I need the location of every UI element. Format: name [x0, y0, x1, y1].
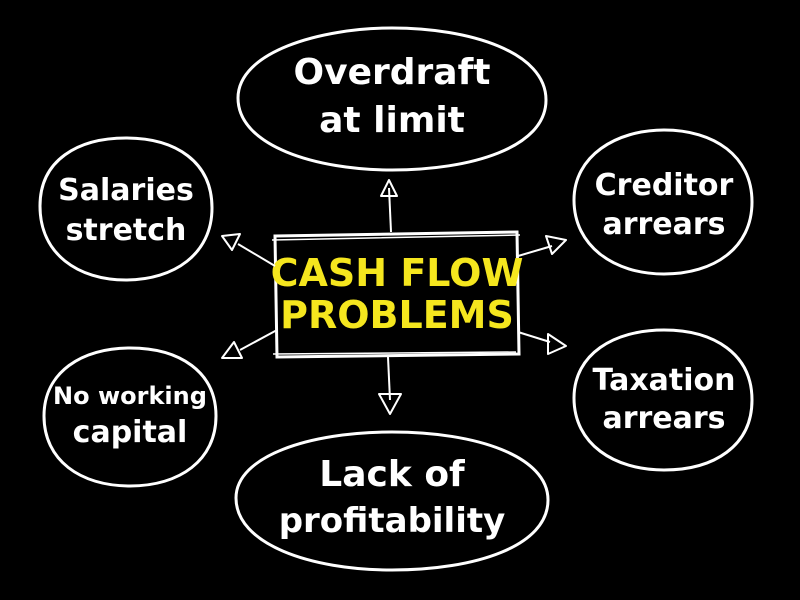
node-profitability-ellipse: [234, 430, 550, 572]
node-creditor-ellipse: [572, 128, 754, 276]
node-salaries-line-2: stretch: [66, 213, 187, 248]
node-no-working-capital-line-1: No working: [53, 382, 207, 410]
node-creditor: Creditor arrears: [572, 128, 754, 276]
node-no-working-capital: No working capital: [42, 346, 218, 488]
arrow-to-creditor: [517, 235, 567, 257]
node-profitability-line-1: Lack of: [319, 454, 465, 495]
center-title-line-1: CASH FLOW: [271, 251, 524, 295]
arrow-to-overdraft: [380, 179, 398, 233]
node-creditor-line-1: Creditor: [595, 168, 734, 203]
node-overdraft-line-1: Overdraft: [294, 52, 491, 93]
arrow-to-salaries: [221, 233, 276, 267]
node-creditor-line-2: arrears: [602, 207, 725, 242]
node-overdraft: Overdraft at limit: [236, 26, 548, 172]
node-salaries: Salaries stretch: [38, 136, 214, 282]
node-taxation-line-2: arrears: [602, 401, 725, 436]
arrowhead-up-left: [221, 233, 241, 251]
node-overdraft-line-2: at limit: [319, 100, 465, 141]
arrow-to-no-working-capital: [221, 329, 278, 359]
node-salaries-ellipse: [38, 136, 214, 282]
center-node: CASH FLOW PROBLEMS: [271, 230, 524, 359]
node-salaries-line-1: Salaries: [58, 173, 194, 208]
arrowhead-up: [380, 179, 398, 197]
arrowhead-down-left: [221, 341, 243, 359]
node-taxation: Taxation arrears: [572, 328, 754, 472]
arrowhead-up-right: [545, 235, 567, 255]
arrow-to-taxation: [517, 331, 567, 355]
node-taxation-line-1: Taxation: [592, 363, 735, 398]
node-profitability-line-2: profitability: [279, 501, 506, 541]
node-profitability: Lack of profitability: [234, 430, 550, 572]
arrowhead-down-right: [547, 333, 567, 355]
arrowhead-down: [378, 393, 402, 415]
node-overdraft-ellipse: [236, 26, 548, 172]
center-box-outline: [273, 230, 521, 359]
center-title-line-2: PROBLEMS: [280, 293, 514, 337]
arrow-to-profitability: [378, 356, 402, 415]
node-no-working-capital-ellipse: [42, 346, 218, 488]
node-taxation-ellipse: [572, 328, 754, 472]
node-no-working-capital-line-2: capital: [73, 415, 188, 450]
center-box-sketch-line: [271, 234, 521, 355]
